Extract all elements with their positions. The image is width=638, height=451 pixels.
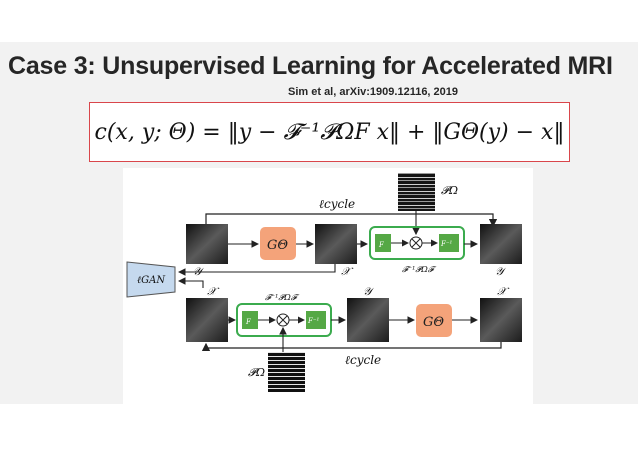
discriminator	[126, 261, 176, 298]
bottom-fourier-block	[242, 311, 258, 329]
bottom-mask-label: 𝓟Ω	[248, 366, 265, 379]
svg-text:F: F	[378, 241, 385, 249]
bottom-cycle-loop	[201, 342, 502, 352]
svg-text:F: F	[245, 318, 252, 326]
svg-text:F⁻¹: F⁻¹	[307, 317, 320, 325]
top-image-1	[186, 224, 228, 264]
top-image-2-label: 𝒳	[341, 265, 354, 278]
bottom-image-3-label: 𝒳	[497, 285, 510, 298]
top-mask-label: 𝓟Ω	[441, 184, 458, 197]
loss-formula: c(x, y; Θ) = ‖y − 𝓕⁻¹𝓟ΩF x‖ + ‖GΘ(y) − x…	[94, 119, 565, 145]
bottom-image-2-label: 𝒴	[363, 285, 375, 298]
top-image-3-label: 𝒴	[495, 265, 507, 278]
top-image-3	[480, 224, 522, 264]
citation: Sim et al, arXiv:1909.12116, 2019	[288, 86, 459, 98]
bottom-cycle-label: ℓcycle	[345, 353, 381, 367]
formula-box: c(x, y; Θ) = ‖y − 𝓕⁻¹𝓟ΩF x‖ + ‖GΘ(y) − x…	[89, 102, 570, 162]
bottom-generator	[416, 304, 452, 337]
bottom-inverse-fourier-block	[306, 311, 326, 329]
top-forward-operator	[369, 226, 465, 260]
bottom-image-1	[186, 298, 228, 342]
top-forward-operator-label: 𝓕⁻¹𝓟Ω𝓕	[402, 265, 437, 274]
slide-title: Case 3: Unsupervised Learning for Accele…	[8, 52, 613, 80]
top-cycle-label: ℓcycle	[319, 197, 355, 211]
top-cycle-loop	[205, 213, 498, 228]
top-fourier-block	[375, 234, 391, 252]
bottom-image-3	[480, 298, 522, 342]
top-image-2	[315, 224, 357, 264]
top-generator	[260, 227, 296, 260]
svg-text:F⁻¹: F⁻¹	[440, 240, 453, 248]
top-generator-label: GΘ	[267, 238, 288, 253]
discriminator-label: ℓGAN	[137, 275, 166, 286]
top-inverse-fourier-block	[439, 234, 459, 252]
bottom-image-2	[347, 298, 389, 342]
bottom-generator-label: GΘ	[423, 315, 444, 330]
bottom-kspace-mask	[268, 352, 305, 392]
top-kspace-mask	[398, 173, 435, 211]
bottom-forward-operator-label: 𝓕⁻¹𝓟Ω𝓕	[265, 293, 300, 302]
cyclegan-diagram: ℓcycle 𝓟Ω 𝒴 GΘ 𝒳 F F⁻¹ 𝓕⁻¹𝓟Ω𝓕 𝒴 ℓGAN	[123, 168, 533, 404]
bottom-image-1-label: 𝒳	[207, 285, 220, 298]
